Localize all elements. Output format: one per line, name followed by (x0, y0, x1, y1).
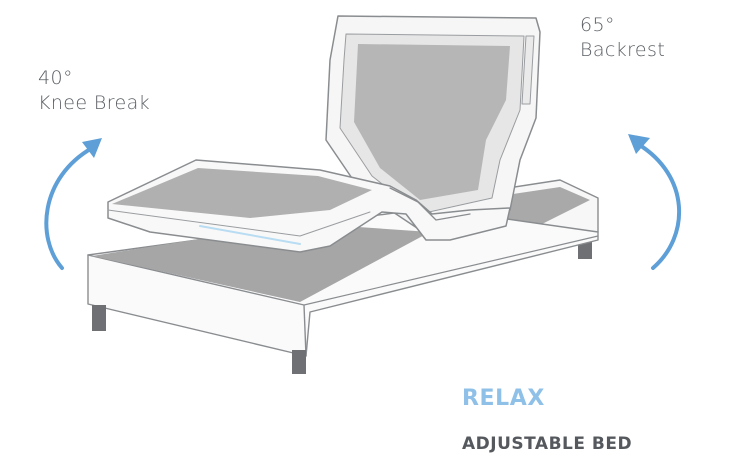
mode-title: RELAX (462, 386, 545, 411)
curved-arrow-right-icon (638, 144, 679, 268)
bed-leg-front-left (92, 305, 106, 331)
product-title: ADJUSTABLE BED (462, 434, 632, 454)
curved-arrow-left-icon (46, 148, 92, 268)
bed-leg-front-right (292, 350, 306, 374)
